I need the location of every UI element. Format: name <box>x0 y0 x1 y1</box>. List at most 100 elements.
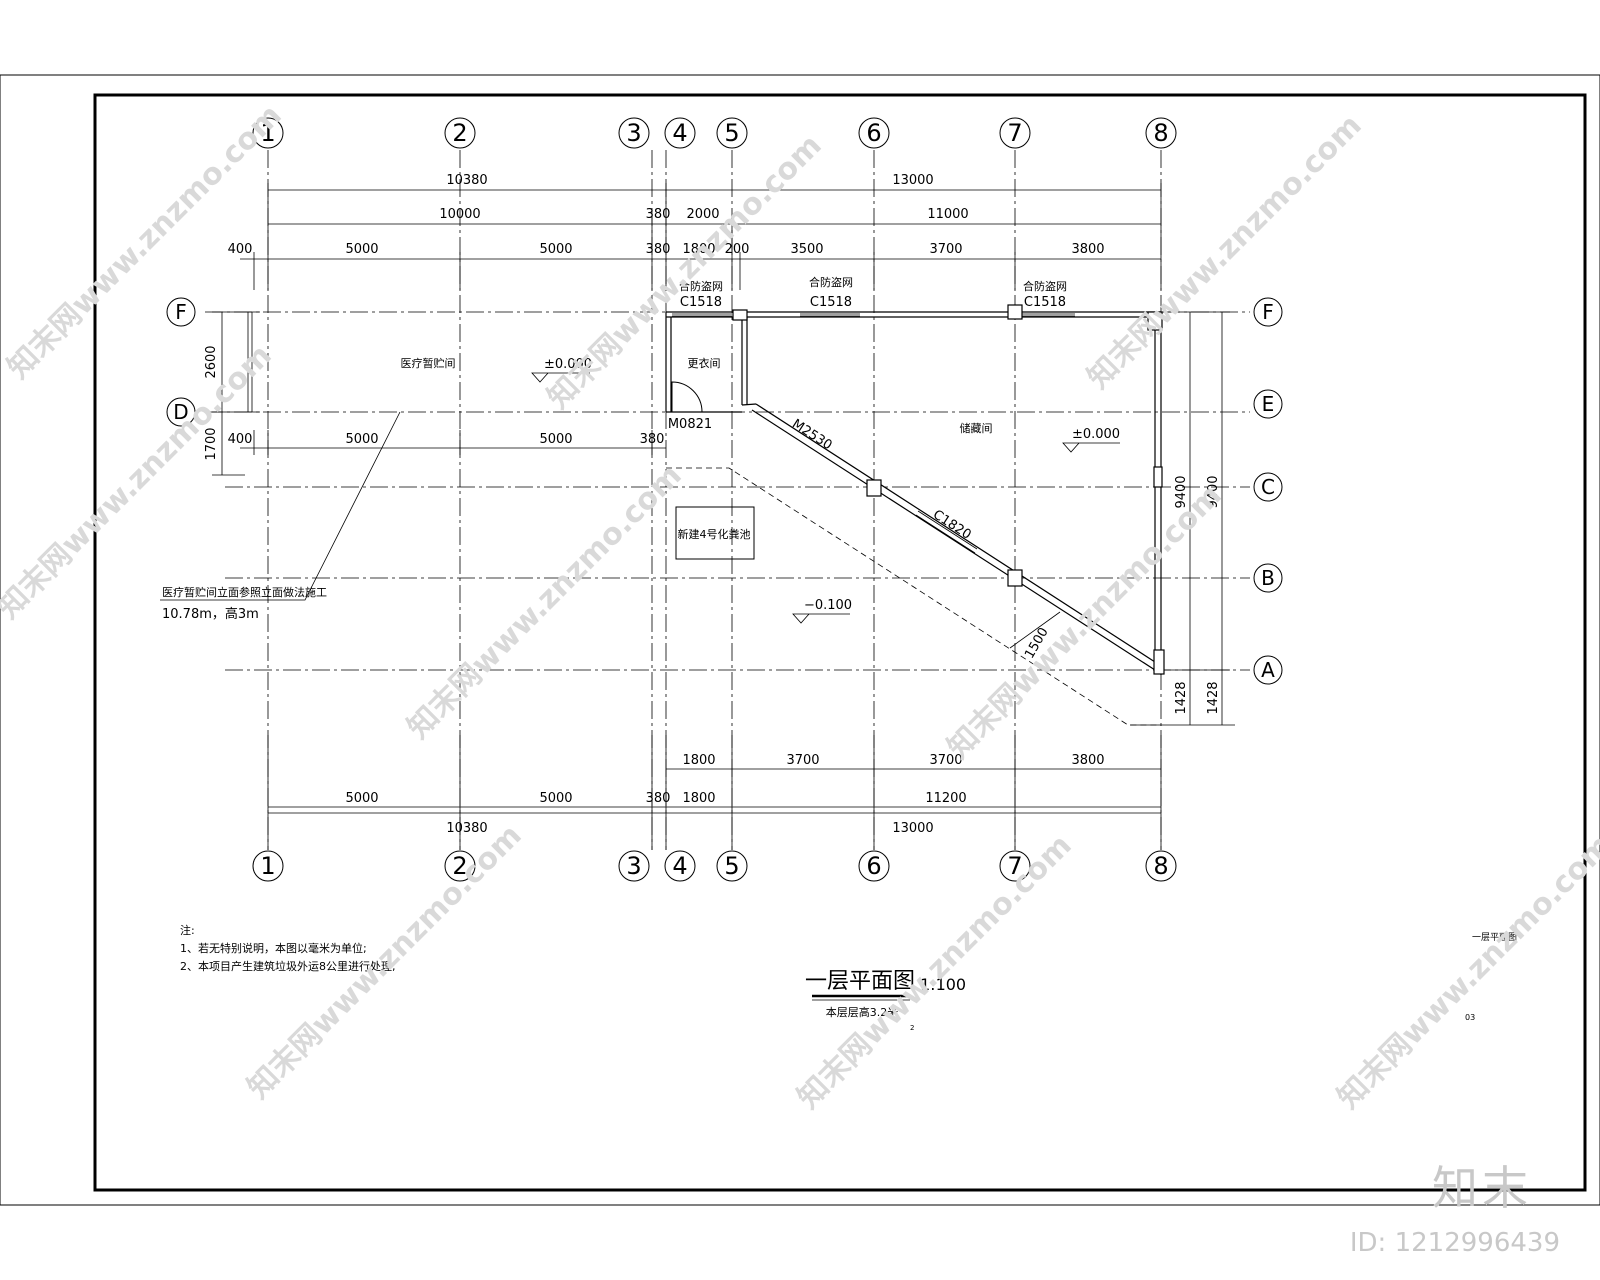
axis-label-1-bottom: 1 <box>260 852 275 880</box>
level-mark-warehouse: ±0.000 <box>1072 427 1120 442</box>
door-label-m0821: M0821 <box>668 417 712 432</box>
dim-lower-5000b: 5000 <box>539 432 572 447</box>
level-mark-storage: ±0.000 <box>544 357 592 372</box>
drawing-right-small: 一层平面图 <box>1472 932 1517 943</box>
room-label-septic: 新建4号化粪池 <box>678 527 751 541</box>
door-swing-m0821 <box>671 381 703 413</box>
dimension-lines-right <box>1130 311 1235 726</box>
watermark-text: 知末网www.znzmo.com <box>541 128 829 416</box>
callout-line2: 10.78m，高3m <box>162 606 259 622</box>
dim-right-1428b: 1428 <box>1206 681 1221 714</box>
dimension-lines-lower-room <box>240 430 666 455</box>
window-type-3: 合防盗网 <box>1023 279 1067 293</box>
axis-label-4-bottom: 4 <box>672 852 687 880</box>
level-mark-warehouse-symbol <box>1062 442 1120 453</box>
axis-label-F-right: F <box>1262 300 1274 324</box>
brand-logo: 知末 <box>1432 1161 1532 1215</box>
dimension-lines-top <box>240 183 1162 290</box>
dim-third-5000b: 5000 <box>539 242 572 257</box>
dim-third-400: 400 <box>228 242 253 257</box>
dim-third-1800: 1800 <box>682 242 715 257</box>
dim-bottom2-380: 380 <box>646 791 671 806</box>
dim-top-13000: 13000 <box>892 173 933 188</box>
drawing-subtitle: 本层层高3.2米 <box>826 1005 899 1019</box>
axis-label-D-left: D <box>173 400 188 424</box>
drawing-title: 一层平面图 <box>805 969 915 994</box>
room-label-changing: 更衣间 <box>688 356 721 370</box>
dimension-lines-bottom <box>267 735 1162 850</box>
axis-label-C-right: C <box>1261 475 1275 499</box>
dim-third-3800: 3800 <box>1071 242 1104 257</box>
watermark-text: 知末网www.znzmo.com <box>1081 108 1369 396</box>
watermark-text: 知末网www.znzmo.com <box>941 478 1229 766</box>
axis-label-F-left: F <box>175 300 187 324</box>
axis-bubbles-top <box>252 117 1177 149</box>
dim-third-5000a: 5000 <box>345 242 378 257</box>
axis-label-3-top: 3 <box>626 119 641 147</box>
window-type-2: 合防盗网 <box>809 275 853 289</box>
window-label-c1820: C1820 <box>930 507 974 543</box>
dim-third-200: 200 <box>725 242 750 257</box>
axis-label-4-top: 4 <box>672 119 687 147</box>
axis-label-A-right: A <box>1261 658 1275 682</box>
dim-second-2000: 2000 <box>686 207 719 222</box>
axis-label-3-bottom: 3 <box>626 852 641 880</box>
dim-bottom1-1800: 1800 <box>682 753 715 768</box>
dim-right-9400b: 9400 <box>1206 475 1221 508</box>
drawing-page-mark: 2 <box>910 1024 914 1032</box>
axis-label-B-right: B <box>1261 566 1275 590</box>
axis-label-7-bottom: 7 <box>1007 852 1022 880</box>
axis-label-8-top: 8 <box>1153 119 1168 147</box>
axis-label-2-top: 2 <box>452 119 467 147</box>
dim-bottom3-10380: 10380 <box>446 821 487 836</box>
windows <box>672 313 1075 554</box>
dim-third-3700: 3700 <box>929 242 962 257</box>
structural-columns <box>732 304 1165 675</box>
axis-label-7-top: 7 <box>1007 119 1022 147</box>
axis-label-E-right: E <box>1262 392 1275 416</box>
dim-right-9400a: 9400 <box>1174 475 1189 508</box>
dim-second-380: 380 <box>646 207 671 222</box>
dim-right-1428a: 1428 <box>1174 681 1189 714</box>
watermark-text: 知末网www.znzmo.com <box>1331 828 1600 1116</box>
dim-bottom2-11200: 11200 <box>925 791 966 806</box>
septic-tank-outline <box>675 506 755 560</box>
watermark-text: 知末网www.znzmo.com <box>0 338 279 626</box>
dim-second-10000: 10000 <box>439 207 480 222</box>
axis-label-5-top: 5 <box>724 119 739 147</box>
outer-border <box>0 74 1600 1206</box>
dim-top-10380: 10380 <box>446 173 487 188</box>
dim-bottom2-5000a: 5000 <box>345 791 378 806</box>
image-id-label: ID: 1212996439 <box>1349 1228 1560 1258</box>
canopy-dashed-outline <box>666 467 1161 726</box>
axis-label-2-bottom: 2 <box>452 852 467 880</box>
dim-left-2600: 2600 <box>204 345 219 378</box>
level-mark-yard-symbol <box>792 613 850 624</box>
room-label-warehouse: 储藏间 <box>960 421 993 435</box>
axis-label-1-top: 1 <box>260 119 275 147</box>
room-label-storage: 医疗暂贮间 <box>401 356 456 370</box>
dim-third-380: 380 <box>646 242 671 257</box>
drawing-sheet-no: 03 <box>1465 1013 1475 1022</box>
notes-item-1: 1、若无特别说明，本图以毫米为单位; <box>180 941 367 955</box>
axis-label-8-bottom: 8 <box>1153 852 1168 880</box>
level-mark-storage-symbol <box>531 372 590 383</box>
dim-second-11000: 11000 <box>927 207 968 222</box>
dimension-lines-left <box>212 311 260 476</box>
notes-title: 注: <box>180 923 195 937</box>
dim-bottom1-3800: 3800 <box>1071 753 1104 768</box>
dim-bottom2-5000b: 5000 <box>539 791 572 806</box>
dim-lower-5000a: 5000 <box>345 432 378 447</box>
callout-line1: 医疗暂贮间立面参照立面做法施工 <box>162 585 327 599</box>
dim-bottom1-3700a: 3700 <box>786 753 819 768</box>
window-type-1: 合防盗网 <box>679 279 723 293</box>
dim-lower-400: 400 <box>228 432 253 447</box>
dim-third-3500: 3500 <box>790 242 823 257</box>
axis-label-5-bottom: 5 <box>724 852 739 880</box>
dim-diagonal-1500-line <box>1009 611 1061 649</box>
dim-bottom2-1800: 1800 <box>682 791 715 806</box>
dim-bottom3-13000: 13000 <box>892 821 933 836</box>
watermark-text: 知末网www.znzmo.com <box>401 458 689 746</box>
axis-label-6-bottom: 6 <box>866 852 881 880</box>
dim-left-1700: 1700 <box>204 427 219 460</box>
